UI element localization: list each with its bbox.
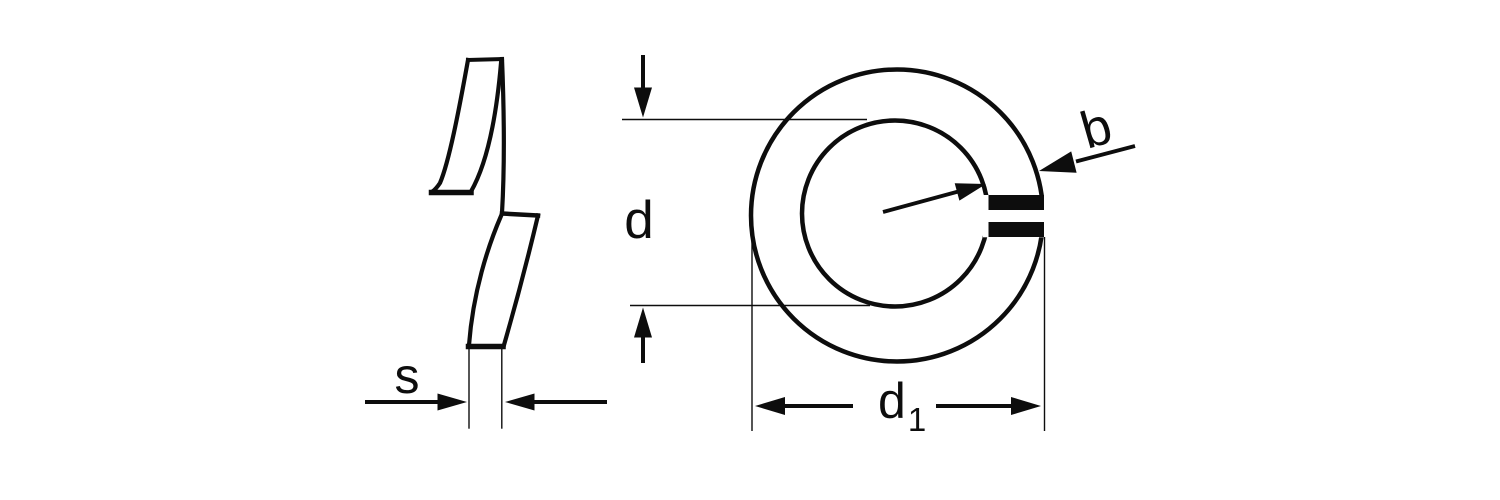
- side-view: [428, 56, 541, 429]
- b-label: b: [1074, 97, 1118, 161]
- split-section-bar-top: [988, 195, 1044, 210]
- dimension-s: s: [365, 348, 607, 411]
- d1-label: d1: [878, 373, 926, 438]
- side-view-lower-band-left-edge: [466, 213, 504, 348]
- d-arrowhead-down-icon: [634, 87, 652, 118]
- s-label: s: [395, 348, 420, 404]
- side-view-lower-band-right-edge: [501, 212, 541, 348]
- d1-arrowhead-left-icon: [755, 397, 785, 415]
- side-view-upper-band-right-edge: [499, 56, 506, 216]
- washer-inner-circle: [799, 118, 991, 309]
- d1-arrowhead-right-icon: [1011, 397, 1041, 415]
- side-view-upper-band-inner-curve: [468, 60, 504, 195]
- s-arrowhead-right-pointing-icon: [437, 393, 467, 411]
- radius-arrow: [882, 183, 986, 214]
- dimension-d1: d1: [751, 219, 1046, 438]
- split-section-bar-bottom: [988, 222, 1044, 237]
- side-view-upper-band-top-edge: [465, 56, 505, 63]
- side-view-lower-band-top-edge: [499, 211, 541, 218]
- b-arrowhead-icon: [1039, 151, 1077, 173]
- b-leader-line: [1075, 144, 1136, 164]
- s-arrowhead-left-pointing-icon: [505, 393, 535, 411]
- dimension-d: d: [622, 55, 870, 363]
- d-arrowhead-up-icon: [634, 307, 652, 338]
- d-label: d: [624, 191, 653, 250]
- radius-arrowhead-icon: [954, 183, 986, 201]
- top-view: [748, 67, 1053, 364]
- side-view-upper-band-left-edge: [429, 57, 471, 195]
- radius-arrow-shaft: [882, 188, 963, 214]
- dimension-b: b: [1039, 97, 1136, 173]
